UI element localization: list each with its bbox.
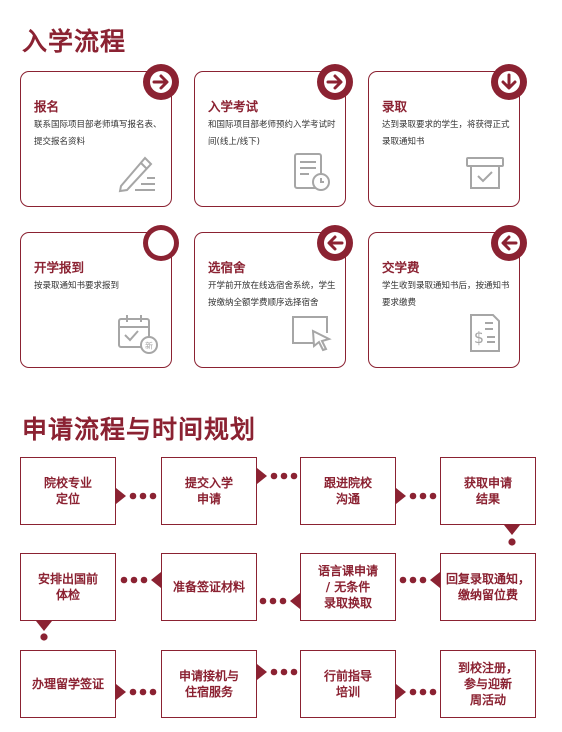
flow-step-5: 回复录取通知， 缴纳留位费 — [440, 553, 536, 621]
flow-step-12: 到校注册， 参与迎新 周活动 — [440, 650, 536, 718]
card-description: 开学前开放在线选宿舍系统，学生按缴纳全额学费顺序选择宿舍 — [208, 281, 336, 308]
calendar-new-icon: 新 — [115, 311, 159, 355]
card-title: 交学费 — [382, 260, 420, 275]
arrow-down-icon — [491, 64, 527, 100]
arrow-left-icon — [317, 225, 353, 261]
circle-icon — [143, 225, 179, 261]
flow-step-8: 安排出国前 体检 — [20, 553, 116, 621]
card-description: 和国际项目部老师预约入学考试时间(线上/线下) — [208, 120, 336, 147]
svg-text:新: 新 — [145, 341, 153, 351]
card-description: 按录取通知书要求报到 — [34, 281, 120, 291]
card-title: 选宿舍 — [208, 260, 246, 275]
flow-step-9: 办理留学签证 — [20, 650, 116, 718]
card-enrollment: 开学报到 按录取通知书要求报到 新 — [20, 225, 179, 368]
document-clock-icon — [289, 150, 333, 194]
card-entrance-exam: 入学考试 和国际项目部老师预约入学考试时间(线上/线下) — [194, 64, 353, 207]
arrow-left-icon — [491, 225, 527, 261]
card-description: 学生收到录取通知书后，按通知书要求缴费 — [382, 281, 510, 308]
card-dormitory: 选宿舍 开学前开放在线选宿舍系统，学生按缴纳全额学费顺序选择宿舍 — [194, 225, 353, 368]
card-tuition: 交学费 学生收到录取通知书后，按通知书要求缴费 $ — [368, 225, 527, 368]
flow-step-4: 获取申请 结果 — [440, 457, 536, 525]
arrow-right-icon — [317, 64, 353, 100]
flow-step-1: 院校专业 定位 — [20, 457, 116, 525]
section-title-application: 申请流程与时间规划 — [22, 415, 257, 444]
flow-step-7: 准备签证材料 — [161, 553, 257, 621]
card-title: 入学考试 — [208, 99, 259, 114]
flow-step-10: 申请接机与 住宿服务 — [161, 650, 257, 718]
flow-step-2: 提交入学 申请 — [161, 457, 257, 525]
section-title-admission: 入学流程 — [22, 27, 127, 56]
cursor-screen-icon — [289, 311, 333, 355]
flow-step-6: 语言课申请 / 无条件 录取换取 — [300, 553, 396, 621]
mailbox-check-icon — [463, 150, 507, 194]
card-title: 开学报到 — [34, 260, 85, 275]
flow-step-11: 行前指导 培训 — [300, 650, 396, 718]
invoice-dollar-icon: $ — [463, 311, 507, 355]
card-registration: 报名 联系国际项目部老师填写报名表、提交报名资料 — [20, 64, 179, 207]
card-admission: 录取 达到录取要求的学生，将获得正式录取通知书 — [368, 64, 527, 207]
card-title: 录取 — [382, 99, 408, 114]
card-description: 联系国际项目部老师填写报名表、提交报名资料 — [34, 120, 162, 147]
card-title: 报名 — [34, 99, 60, 114]
svg-text:$: $ — [474, 328, 484, 347]
card-description: 达到录取要求的学生，将获得正式录取通知书 — [382, 120, 510, 147]
flow-step-3: 跟进院校 沟通 — [300, 457, 396, 525]
pen-form-icon — [115, 150, 159, 194]
arrow-right-icon — [143, 64, 179, 100]
